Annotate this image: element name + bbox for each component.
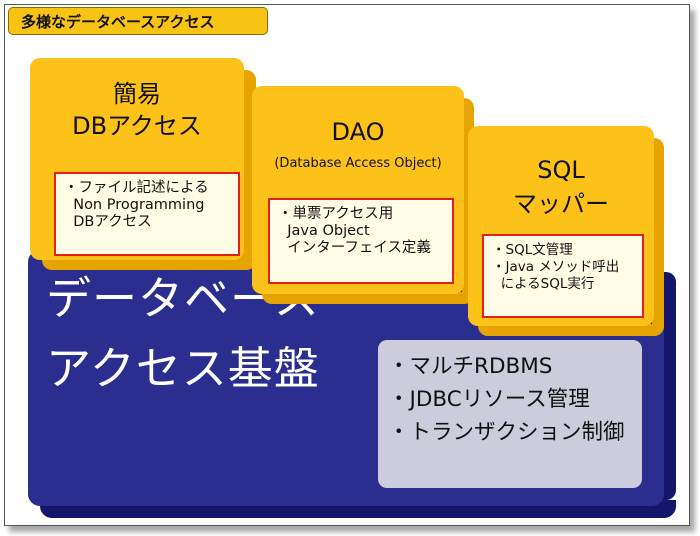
note-item: ・Java メソッド呼出: [492, 259, 620, 275]
block-note: ・単票アクセス用 Java Object インターフェイス定義: [268, 198, 454, 284]
block-note: ・ファイル記述による Non Programming DBアクセス: [54, 172, 240, 256]
note-item: DBアクセス: [64, 214, 152, 230]
note-item: ・SQL文管理: [492, 242, 573, 258]
block-bottom-face: [478, 324, 664, 336]
block-dao: DAO (Database Access Object) ・単票アクセス用 Ja…: [252, 86, 474, 304]
base-side-face: [660, 272, 676, 500]
note-item: ・ファイル記述による: [64, 180, 209, 196]
base-features-box: ・マルチRDBMS ・JDBCリソース管理 ・トランザクション制御: [378, 340, 642, 488]
block-heading-line-2: マッパー: [513, 190, 609, 218]
note-item: ・単票アクセス用: [278, 206, 394, 222]
block-note: ・SQL文管理 ・Java メソッド呼出 によるSQL実行: [482, 234, 644, 318]
base-feature-item: ・トランザクション制御: [388, 420, 625, 445]
base-title-line-2: アクセス基盤: [46, 342, 320, 395]
block-heading-line-2: DBアクセス: [72, 112, 202, 140]
block-heading-line-1: 簡易: [113, 80, 161, 108]
slide-title: 多様なデータベースアクセス: [8, 7, 268, 35]
block-bottom-face: [262, 292, 474, 304]
base-feature-item: ・マルチRDBMS: [388, 354, 553, 379]
block-simple-db-access: 簡易 DBアクセス ・ファイル記述による Non Programming DBア…: [30, 58, 256, 270]
note-item: によるSQL実行: [492, 276, 595, 292]
block-sql-mapper: SQL マッパー ・SQL文管理 ・Java メソッド呼出 によるSQL実行: [468, 126, 664, 336]
note-item: インターフェイス定義: [278, 240, 431, 256]
block-heading-line-1: DAO: [331, 118, 385, 146]
note-item: Non Programming: [64, 197, 205, 213]
note-item: Java Object: [278, 223, 370, 239]
block-subheading: (Database Access Object): [274, 156, 442, 171]
base-feature-item: ・JDBCリソース管理: [388, 387, 590, 412]
block-side-face: [652, 138, 664, 336]
block-heading-line-1: SQL: [537, 156, 585, 184]
